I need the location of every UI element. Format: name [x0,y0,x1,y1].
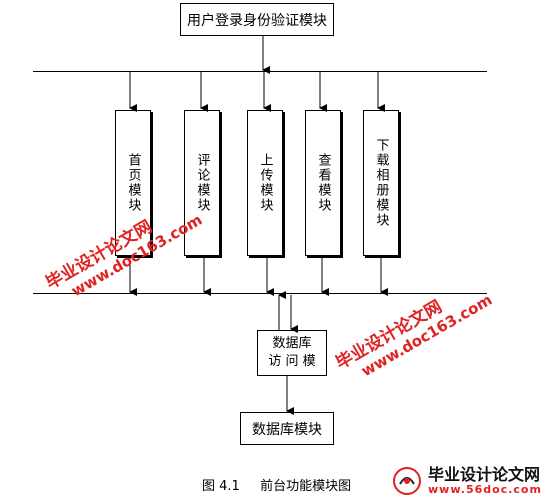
module-view: 查看模块 [305,110,341,256]
db-access-box: 数据库 访 问 模 [257,330,327,376]
module-comment-label: 评论模块 [194,153,210,213]
figure-title: 前台功能模块图 [260,479,352,494]
module-comment: 评论模块 [184,110,220,256]
logo-icon [393,467,421,495]
module-home: 首页模块 [115,110,151,256]
module-home-label: 首页模块 [125,153,141,213]
module-upload: 上传模块 [247,110,283,256]
module-upload-label: 上传模块 [257,153,273,213]
login-auth-box: 用户登录身份验证模块 [180,3,334,36]
login-auth-label: 用户登录身份验证模块 [187,12,327,29]
db-module-box: 数据库模块 [240,412,334,445]
db-module-label: 数据库模块 [252,421,322,438]
logo-url: www.56doc.com [428,482,542,496]
module-download-album-label: 下载相册模块 [373,138,389,228]
bottom-bus-line [33,293,487,294]
module-view-label: 查看模块 [315,153,331,213]
figure-caption: 图 4.1 前台功能模块图 [202,475,351,494]
figure-number: 图 4.1 [202,479,240,494]
corner-logo: 毕业设计论文网 www.56doc.com [392,466,542,496]
db-access-line2: 访 问 模 [268,354,316,369]
logo-title: 毕业设计论文网 [428,465,541,485]
module-download-album: 下载相册模块 [363,110,399,256]
top-bus-line [33,71,487,72]
db-access-line1: 数据库 [272,336,312,351]
